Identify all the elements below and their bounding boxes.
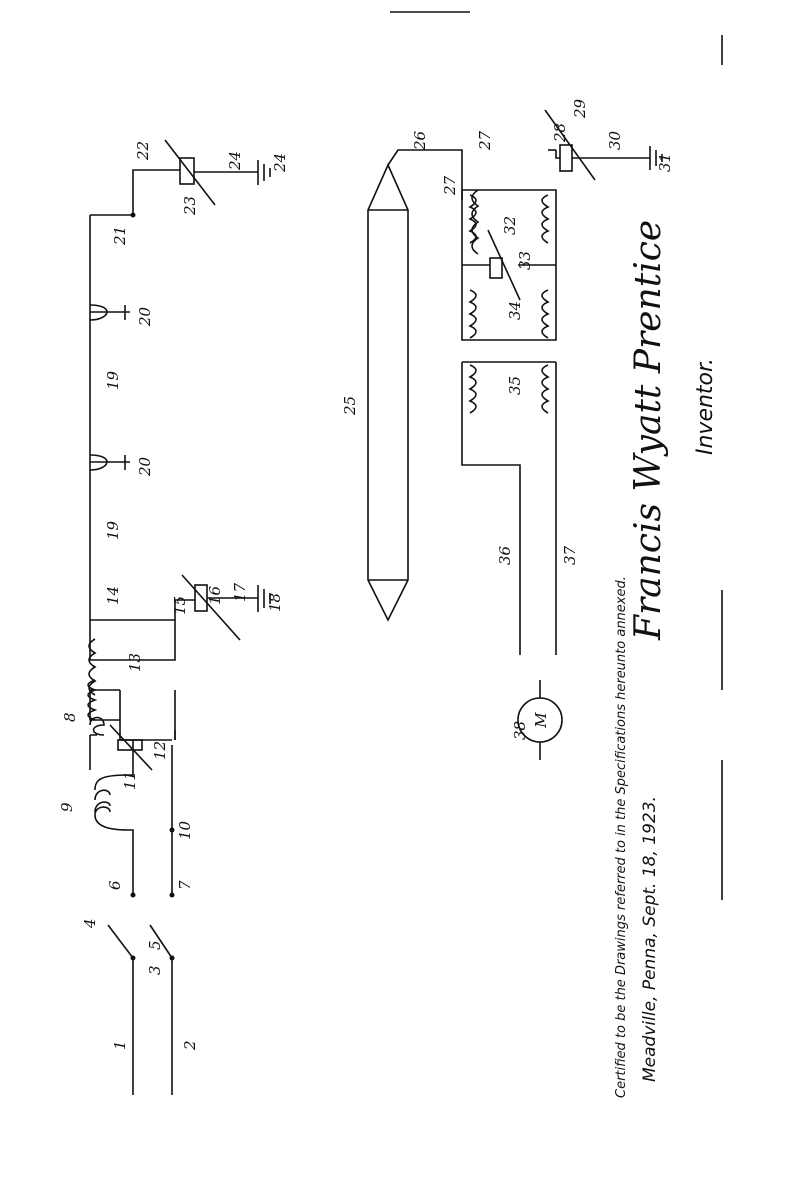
reference-numeral: 6 — [106, 880, 124, 890]
reference-numeral: 36 — [496, 545, 514, 565]
variable-arrow-11 — [109, 724, 153, 771]
reference-numeral: 18 — [266, 593, 284, 612]
receiving-circuit: M — [367, 109, 663, 760]
reference-numeral: 3 — [146, 965, 164, 975]
inventor-caption: Inventor. — [693, 358, 718, 455]
coil-27 — [471, 189, 480, 255]
resistor-33 — [489, 257, 503, 279]
reference-numeral: 19 — [104, 370, 122, 390]
reference-numeral: 35 — [506, 376, 524, 395]
reference-numeral: 27 — [476, 130, 494, 151]
reference-numeral: 20 — [136, 306, 154, 327]
reference-numeral: 2 — [181, 1040, 199, 1051]
reference-numeral: 28 — [551, 123, 569, 143]
reference-numeral: 14 — [104, 586, 122, 605]
reference-numeral: 25 — [341, 396, 359, 416]
ground-31 — [649, 146, 663, 170]
coupling-block — [461, 189, 557, 341]
lines-36-37 — [461, 362, 557, 655]
coil-9 — [94, 774, 129, 831]
reference-numeral: 27 — [441, 175, 459, 196]
ground-24 — [257, 160, 271, 185]
switch-5 — [149, 924, 173, 959]
reference-numeral: 19 — [104, 520, 122, 540]
insulator-20-b — [89, 304, 130, 321]
variable-arrow-16 — [181, 574, 241, 641]
reference-numeral: 24 — [226, 151, 244, 171]
variable-arrow-29 — [544, 109, 596, 181]
reference-numeral: 13 — [126, 653, 144, 672]
reference-numeral: 9 — [58, 802, 76, 812]
reference-numeral: 33 — [516, 251, 534, 270]
reference-numeral: 1 — [111, 1040, 129, 1050]
reference-numeral: 12 — [151, 741, 169, 760]
reference-numeral: 38 — [511, 721, 529, 740]
reference-numeral: 26 — [411, 130, 429, 151]
coil-34 — [468, 289, 550, 339]
location-date: Meadville, Penna, Sept. 18, 1923. — [640, 796, 660, 1082]
motor-label: M — [532, 712, 550, 729]
reference-numeral: 37 — [561, 545, 579, 565]
reference-numeral: 17 — [231, 582, 249, 602]
switch-4 — [107, 924, 134, 959]
reference-numeral: 31 — [656, 153, 674, 172]
input-circuit — [87, 139, 271, 1095]
certification-text: Certified to be the Drawings referred to… — [614, 576, 629, 1098]
reference-numeral: 34 — [506, 301, 524, 320]
reference-numeral: 30 — [606, 130, 624, 150]
reference-numeral: 16 — [206, 585, 224, 605]
reference-numeral: 10 — [176, 820, 194, 840]
reference-numeral: 24 — [271, 153, 289, 173]
motor-38 — [517, 680, 563, 760]
reference-numeral: 5 — [146, 940, 164, 950]
ground-18 — [257, 585, 271, 612]
reference-numeral: 4 — [81, 918, 99, 929]
inventor-signature: Francis Wyatt Prentice — [628, 220, 669, 641]
element-25 — [367, 163, 409, 622]
reference-numeral: 15 — [171, 596, 189, 615]
resistor-11 — [117, 739, 143, 751]
reference-numeral: 7 — [176, 880, 194, 890]
reference-numeral: 23 — [181, 196, 199, 216]
resistor-29 — [559, 144, 573, 172]
insulator-20-a — [89, 454, 130, 471]
reference-numeral: 8 — [61, 712, 79, 722]
reference-numeral: 11 — [121, 771, 139, 790]
variable-arrow-23 — [164, 139, 216, 206]
reference-numeral: 29 — [571, 98, 589, 119]
reference-numeral: 22 — [134, 141, 152, 161]
variable-arrow-33 — [487, 229, 521, 301]
reference-numeral: 32 — [501, 216, 519, 235]
reference-numerals: 1 2 3 4 5 6 7 8 9 10 11 12 13 14 15 16 1… — [58, 98, 674, 1051]
coil-35 — [468, 364, 550, 414]
coil-32 — [468, 194, 550, 244]
reference-numeral: 21 — [111, 226, 129, 246]
resistor-23 — [179, 157, 195, 185]
reference-numeral: 20 — [136, 456, 154, 477]
